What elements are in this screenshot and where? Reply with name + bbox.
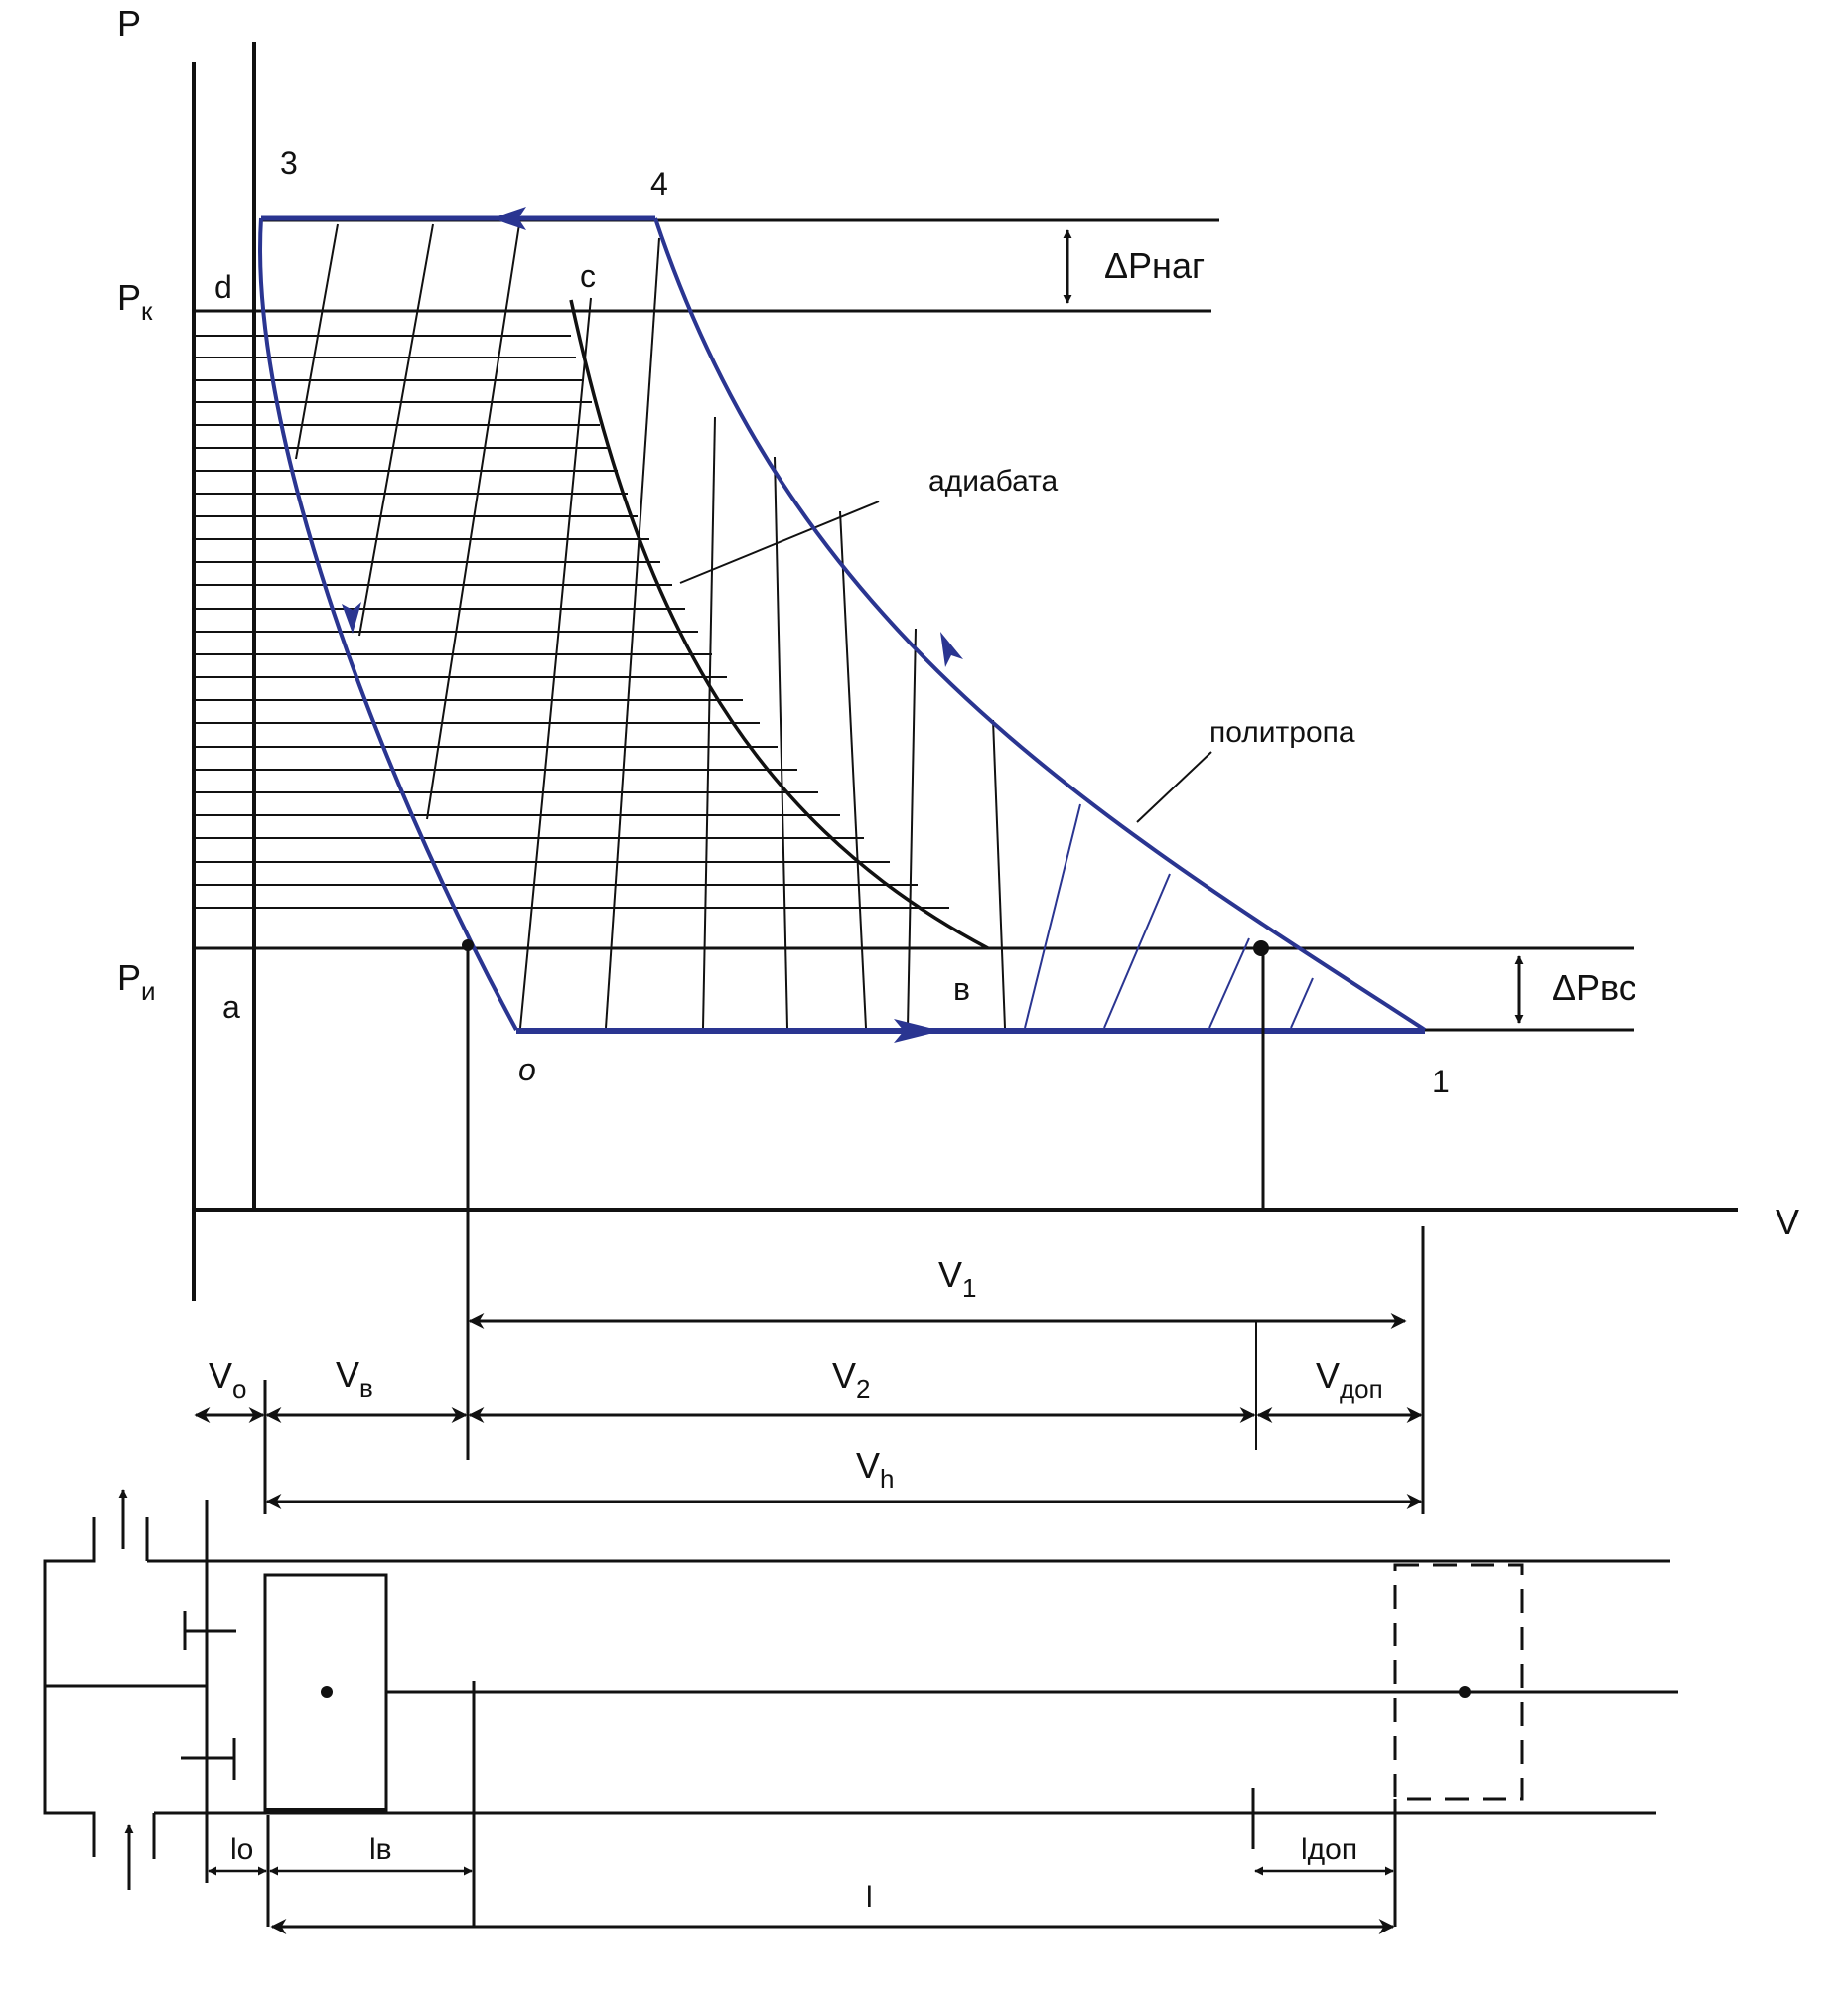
axes: P V	[117, 3, 1799, 1301]
v1-label: V1	[938, 1254, 976, 1303]
discharge-valve	[183, 1611, 236, 1650]
arrow-compression	[940, 632, 963, 667]
point-o-label: o	[518, 1052, 536, 1087]
adiabat-leader	[679, 501, 880, 584]
vo-label: Vo	[209, 1356, 246, 1404]
point-1-label: 1	[1432, 1064, 1450, 1099]
suction-point	[1253, 940, 1269, 956]
ldop-label: lдоп	[1301, 1833, 1357, 1866]
cylinder-head	[43, 1517, 96, 1857]
dp-nag-label: ΔPнаг	[1104, 245, 1205, 286]
vh-label: Vh	[856, 1445, 894, 1494]
point-4-label: 4	[650, 166, 668, 202]
lo-label: lo	[230, 1833, 253, 1866]
cycle	[258, 207, 1427, 1043]
v2-label: V2	[832, 1356, 870, 1404]
pi-label: Pи	[117, 957, 156, 1006]
lv-label: lв	[369, 1833, 392, 1866]
piston-bdc	[1393, 1563, 1524, 1801]
horizontal-hatching	[194, 335, 949, 909]
arrow-expansion	[342, 602, 361, 634]
l-label: l	[866, 1881, 873, 1914]
point-3-label: 3	[280, 145, 298, 181]
polytrope-label: политропа	[1209, 716, 1355, 749]
dp-vs-label: ΔPвс	[1552, 967, 1636, 1008]
point-a-label: a	[222, 989, 240, 1025]
point-d-label: d	[214, 269, 232, 305]
polytrope-curve	[653, 217, 1427, 1032]
piston-dimensions: lo lв lдоп l	[208, 1833, 1395, 1934]
p-axis-label: P	[117, 3, 141, 44]
point-v-label: в	[953, 971, 970, 1007]
arrow-suction	[894, 1019, 941, 1043]
vv-label: Vв	[336, 1355, 373, 1403]
adiabat-label: адиабата	[928, 465, 1059, 498]
suction-valve	[181, 1738, 236, 1780]
polytrope-leader	[1136, 751, 1212, 823]
piston-bdc-pin	[1459, 1686, 1471, 1698]
v-axis-label: V	[1776, 1202, 1799, 1242]
expansion-curve	[258, 217, 518, 1031]
diagonal-hatching	[295, 223, 1006, 1029]
piston-pin	[321, 1686, 333, 1698]
adiabat-curve	[569, 299, 989, 950]
volume-dimensions: V1 Vo Vв V2 Vдоп Vh	[194, 1254, 1423, 1509]
point-c-label: c	[580, 258, 596, 294]
arrow-top	[492, 207, 526, 230]
cylinder-sketch	[43, 1489, 1678, 1927]
diagonal-hatching-blue	[1024, 803, 1314, 1029]
vdop-label: Vдоп	[1316, 1356, 1383, 1404]
pk-label: Pк	[117, 277, 153, 326]
